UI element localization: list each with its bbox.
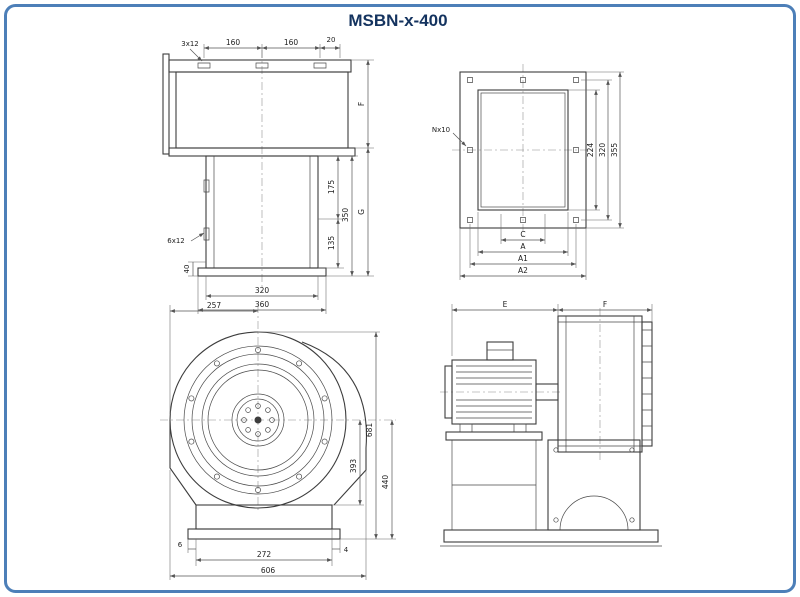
dim-A2: A2 xyxy=(518,266,528,275)
flange-bolt-holes xyxy=(467,77,579,223)
leader-6x12 xyxy=(190,232,205,242)
housing-side-walls xyxy=(558,316,642,452)
base-flange xyxy=(187,528,341,540)
dim-G: G xyxy=(357,209,366,215)
scroll-left-edge xyxy=(169,420,197,506)
motor-end-cap xyxy=(444,365,453,419)
dim-272: 272 xyxy=(257,550,272,559)
hub-outer xyxy=(231,393,285,447)
motor-fins xyxy=(456,365,532,419)
dim-160-a: 160 xyxy=(226,38,241,47)
dim-F: F xyxy=(357,102,366,106)
pedestal-legs xyxy=(451,440,537,530)
dim-440: 440 xyxy=(381,475,390,490)
bracket-bolts xyxy=(553,447,635,523)
view-outlet-front: 3x12 160 160 20 F G 175 135 350 40 6x12 … xyxy=(162,36,374,314)
dim-20: 20 xyxy=(327,36,336,44)
dim-slot-3x12: 3x12 xyxy=(181,40,199,48)
dim-224: 224 xyxy=(586,143,595,158)
dim-40: 40 xyxy=(183,265,191,274)
hub-inner xyxy=(236,398,280,442)
dim-6: 6 xyxy=(178,541,183,549)
hub-bolt-holes xyxy=(241,403,275,437)
scroll-outlet-curve xyxy=(301,341,368,506)
dim-350: 350 xyxy=(341,208,350,223)
page-border-frame xyxy=(4,4,796,593)
flange-opening-outer xyxy=(477,89,569,211)
side-extension-lines xyxy=(169,305,396,580)
extension-lines xyxy=(188,44,374,314)
pedestal-base-flange xyxy=(197,267,327,277)
inlet-bolt-circle xyxy=(188,347,328,493)
hub-center-dot xyxy=(254,416,262,424)
dim-257: 257 xyxy=(207,301,222,310)
drawing-title: MSBN-x-400 xyxy=(348,11,447,30)
dim-4: 4 xyxy=(344,546,349,554)
inlet-ring-mid xyxy=(201,363,315,477)
motor-shaft xyxy=(535,383,559,401)
dim-Nx10: Nx10 xyxy=(432,126,450,134)
dim-360: 360 xyxy=(255,300,270,309)
dim-355: 355 xyxy=(610,143,619,158)
motor-centerlines xyxy=(440,308,601,460)
dim-160-b: 160 xyxy=(284,38,299,47)
dim-175: 175 xyxy=(327,180,336,195)
base-plate xyxy=(443,529,659,543)
pedestal-inner-walls xyxy=(213,156,311,268)
view-side-impeller: 257 681 393 440 6 272 606 4 xyxy=(160,301,396,580)
leader-3x12 xyxy=(189,48,203,62)
view-outlet-flange: Nx10 224 320 355 C A A1 A2 xyxy=(432,64,624,280)
dim-A1: A1 xyxy=(518,254,528,263)
dim-E: E xyxy=(503,300,508,309)
inlet-flange-ring xyxy=(183,345,333,495)
motor-junction-box xyxy=(486,341,514,361)
dim-C: C xyxy=(520,230,525,239)
bracket-cutout-arc xyxy=(559,495,629,531)
dim-135: 135 xyxy=(327,236,336,251)
inlet-ring-outer xyxy=(191,353,325,487)
leader-Nx10 xyxy=(452,132,467,147)
dim-F-motor: F xyxy=(603,300,607,309)
dim-6x12: 6x12 xyxy=(167,237,185,245)
dim-A: A xyxy=(520,242,526,251)
dim-606: 606 xyxy=(261,566,276,575)
dim-681: 681 xyxy=(365,423,374,438)
top-flange-slots xyxy=(197,62,327,69)
pedestal-side-slots xyxy=(203,179,210,241)
dim-393: 393 xyxy=(349,459,358,474)
dim-320-bottom: 320 xyxy=(255,286,270,295)
inlet-flange-bolt-ticks xyxy=(642,329,652,441)
inlet-ring-inner xyxy=(207,369,309,471)
flange-outer xyxy=(459,71,587,229)
dim-320-flange: 320 xyxy=(598,143,607,158)
back-plate xyxy=(162,53,170,155)
flange-opening-inner xyxy=(480,92,566,208)
motor-mount-plate xyxy=(445,431,543,441)
inlet-flange-side xyxy=(641,321,653,447)
flange-extension-lines xyxy=(459,71,624,280)
view-motor-side: E F xyxy=(440,300,662,547)
